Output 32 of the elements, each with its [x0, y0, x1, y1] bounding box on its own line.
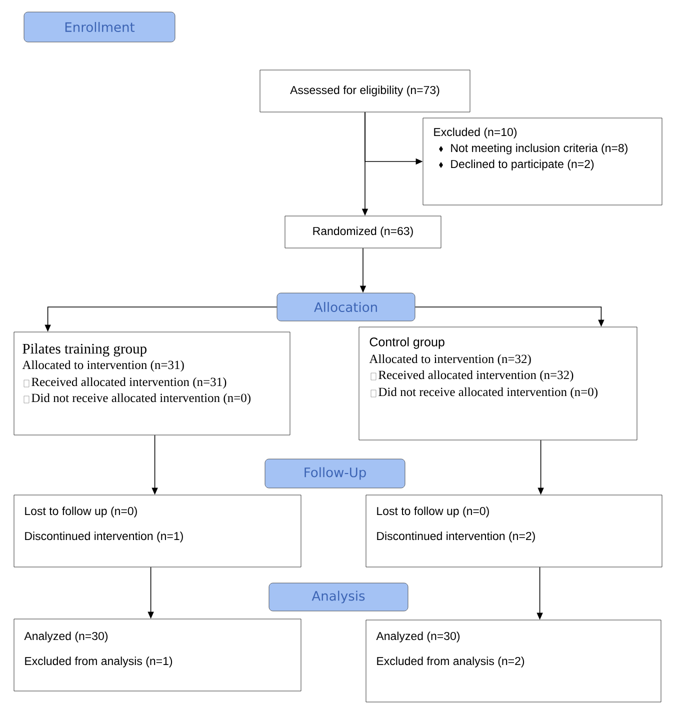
box-text: Not meeting inclusion criteria (n=8)	[451, 144, 628, 154]
box-text: Allocated to intervention (n=32)	[369, 354, 531, 366]
process-box	[14, 618, 302, 692]
box-text: Analyzed (n=30)	[376, 632, 460, 642]
section-header: Analysis	[268, 582, 408, 612]
box-text: Allocated to intervention (n=31)	[22, 360, 184, 372]
box-text: Lost to follow up (n=0)	[377, 506, 489, 518]
box-text: Received allocated intervention (n=31)	[32, 377, 226, 389]
process-box: Assessed for eligibility (n=73)	[260, 70, 470, 112]
box-text: Declined to participate (n=2)	[451, 160, 594, 170]
box-text: Pilates training group	[22, 343, 146, 357]
process-box	[366, 494, 662, 568]
section-header: Follow-Up	[264, 458, 406, 488]
box-text: Excluded (n=10)	[434, 128, 517, 138]
process-box	[366, 620, 662, 702]
process-box	[358, 326, 638, 440]
box-text: Received allocated intervention (n=32)	[378, 370, 574, 382]
process-box: Randomized (n=63)	[284, 216, 442, 248]
process-box	[422, 118, 662, 206]
section-header: Enrollment	[24, 12, 176, 42]
box-text: Excluded from analysis (n=2)	[377, 656, 524, 668]
box-text: Discontinued intervention (n=2)	[377, 532, 535, 542]
process-box	[14, 332, 290, 436]
box-text: Excluded from analysis (n=1)	[25, 656, 172, 668]
process-box	[14, 494, 302, 568]
box-text: Analyzed (n=30)	[24, 632, 108, 642]
box-text: Discontinued intervention (n=1)	[25, 532, 183, 542]
box-text: Control group	[370, 337, 444, 349]
box-text: Did not receive allocated intervention (n=0)	[378, 387, 598, 399]
box-text: Did not receive allocated intervention (n=0)	[32, 393, 250, 405]
box-text: Lost to follow up (n=0)	[25, 506, 137, 518]
section-header: Allocation	[276, 292, 416, 322]
